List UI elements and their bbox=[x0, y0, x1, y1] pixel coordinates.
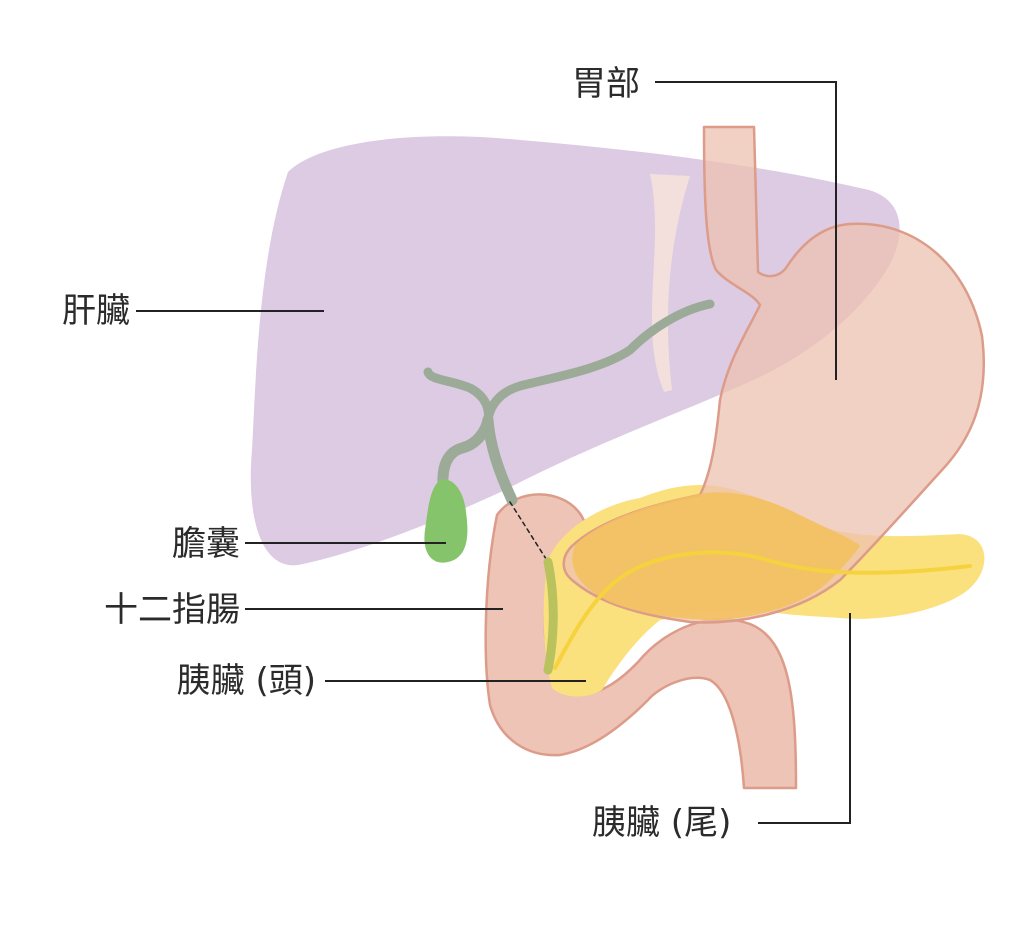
bile-duct-hidden bbox=[509, 501, 549, 563]
pancreas-overlap bbox=[572, 492, 860, 620]
label-pancreas-head: 胰臟 (頭) bbox=[176, 661, 316, 701]
label-stomach: 胃部 bbox=[572, 64, 640, 104]
hepatic-duct-left bbox=[423, 367, 493, 425]
label-pancreas-tail: 胰臟 (尾) bbox=[592, 803, 732, 843]
bile-duct-ampulla bbox=[543, 557, 558, 675]
common-bile-duct bbox=[482, 414, 518, 506]
falciform-ligament bbox=[650, 174, 690, 392]
leader-line-stomach bbox=[655, 81, 837, 380]
stomach-shape bbox=[562, 125, 986, 624]
pancreatic-duct bbox=[553, 550, 972, 670]
gallbladder-shape bbox=[424, 479, 468, 563]
label-liver: 肝臟 bbox=[62, 291, 130, 331]
label-duodenum: 十二指腸 bbox=[104, 590, 240, 630]
label-gallbladder: 膽囊 bbox=[172, 524, 240, 564]
hepatic-duct-right bbox=[483, 299, 715, 425]
leader-line-pancreas-tail bbox=[758, 613, 851, 824]
